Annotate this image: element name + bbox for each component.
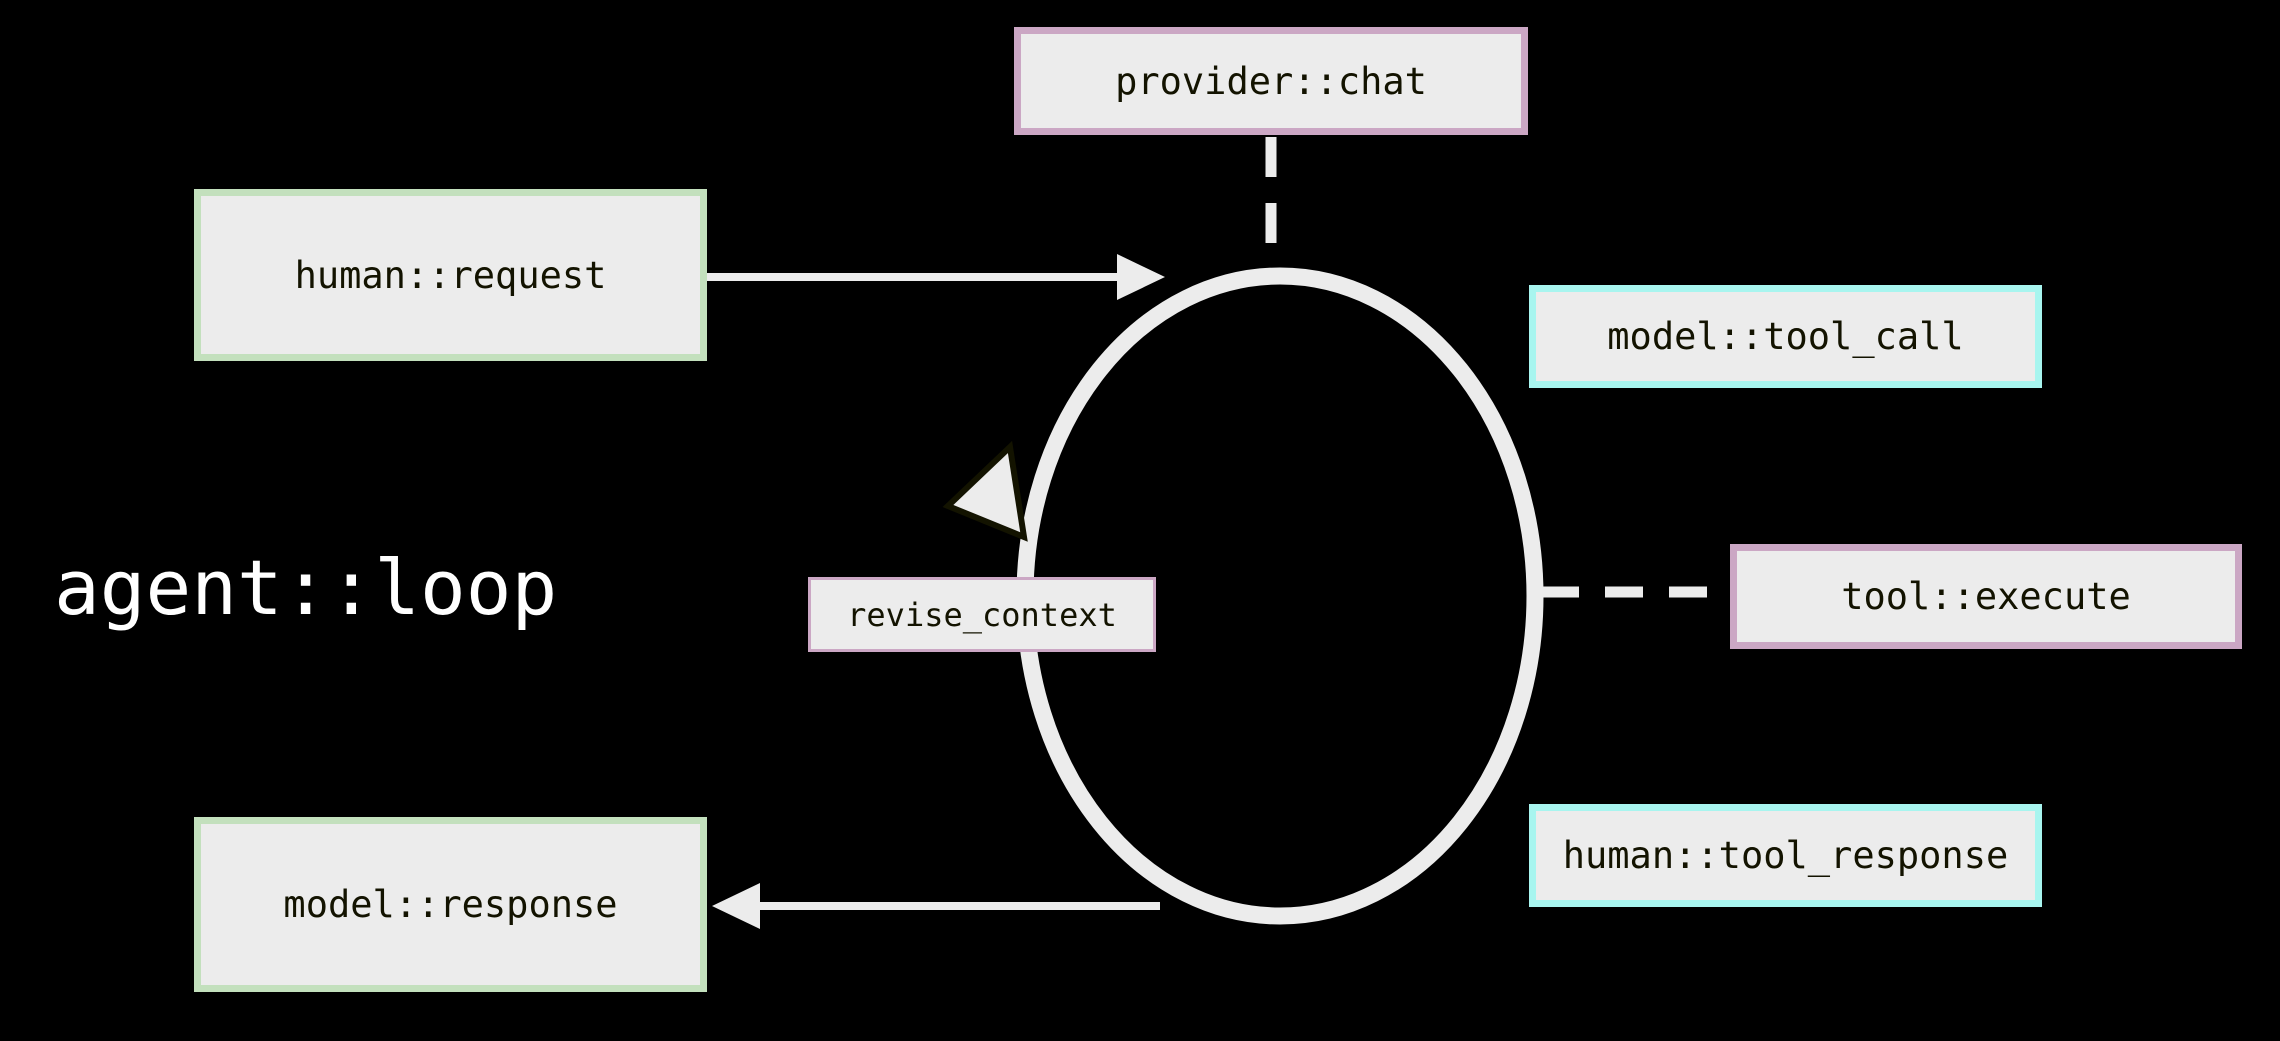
node-provider-chat-label: provider::chat xyxy=(1115,59,1427,103)
node-human-tool-response[interactable]: human::tool_response xyxy=(1529,804,2042,907)
node-model-response-label: model::response xyxy=(283,883,618,926)
node-model-tool-call-label: model::tool_call xyxy=(1607,315,1964,358)
node-tool-execute[interactable]: tool::execute xyxy=(1730,544,2242,649)
node-model-tool-call[interactable]: model::tool_call xyxy=(1529,285,2042,388)
diagram-title: agent::loop xyxy=(54,543,558,632)
node-human-request-label: human::request xyxy=(294,253,607,297)
node-human-request[interactable]: human::request xyxy=(194,189,707,361)
node-provider-chat[interactable]: provider::chat xyxy=(1014,27,1528,135)
edge-loop-to-response xyxy=(712,883,1160,929)
node-model-response[interactable]: model::response xyxy=(194,817,707,992)
edge-request-to-loop xyxy=(707,254,1165,300)
node-revise-context[interactable]: revise_context xyxy=(808,577,1156,652)
node-human-tool-response-label: human::tool_response xyxy=(1562,834,2009,877)
node-revise-context-label: revise_context xyxy=(847,595,1117,634)
loop-arrowhead-icon xyxy=(942,440,1028,542)
node-tool-execute-label: tool::execute xyxy=(1841,575,2131,618)
